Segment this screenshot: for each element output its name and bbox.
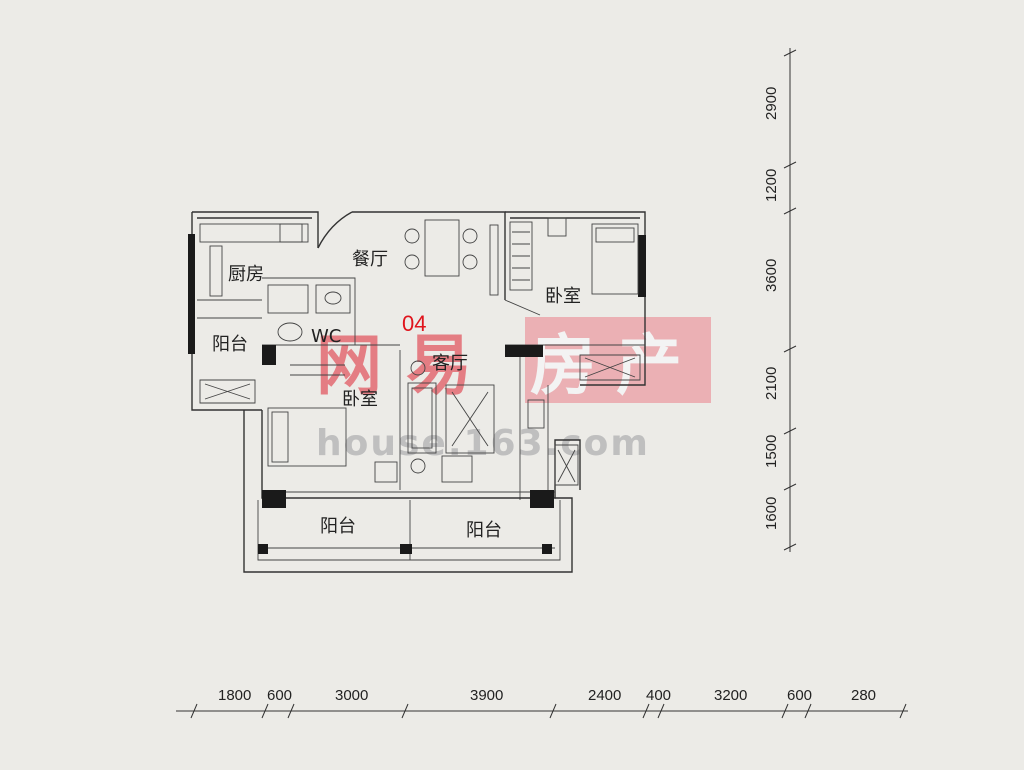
unit-label: 04 bbox=[402, 311, 426, 336]
v-dim-4: 2100 bbox=[763, 367, 780, 400]
room-label-bedroom-east: 卧室 bbox=[545, 286, 581, 307]
h-dim-9: 280 bbox=[851, 687, 876, 704]
watermark: 网 易 房 产 house.163.com bbox=[316, 317, 711, 464]
h-dim-8: 600 bbox=[787, 687, 812, 704]
watermark-char-3: 房 bbox=[530, 327, 596, 404]
h-dim-7: 3200 bbox=[714, 687, 747, 704]
v-dim-5: 1500 bbox=[763, 435, 780, 468]
v-dim-3: 3600 bbox=[763, 259, 780, 292]
h-dim-1: 1800 bbox=[218, 687, 251, 704]
watermark-url: house.163.com bbox=[316, 423, 650, 464]
room-label-dining: 餐厅 bbox=[352, 249, 388, 270]
h-dim-6: 400 bbox=[646, 687, 671, 704]
watermark-char-2: 易 bbox=[406, 327, 472, 404]
watermark-char-4: 产 bbox=[616, 327, 682, 404]
room-label-wc: WC bbox=[311, 326, 341, 347]
furniture bbox=[199, 217, 639, 483]
room-label-balcony-south-left: 阳台 bbox=[320, 516, 356, 537]
watermark-char-1: 网 bbox=[316, 327, 382, 404]
v-dim-6: 1600 bbox=[763, 497, 780, 530]
h-dim-4: 3900 bbox=[470, 687, 503, 704]
room-label-balcony-west: 阳台 bbox=[212, 334, 248, 355]
h-dim-3: 3000 bbox=[335, 687, 368, 704]
room-label-kitchen: 厨房 bbox=[228, 264, 264, 285]
horizontal-dimension-line: 1800 600 3000 3900 2400 400 3200 600 280 bbox=[176, 687, 908, 719]
h-dim-2: 600 bbox=[267, 687, 292, 704]
v-dim-2: 1200 bbox=[763, 169, 780, 202]
room-label-bedroom-west: 卧室 bbox=[342, 389, 378, 410]
columns bbox=[188, 234, 646, 554]
room-label-living: 客厅 bbox=[432, 353, 468, 374]
room-label-balcony-south-right: 阳台 bbox=[466, 520, 502, 541]
h-dim-5: 2400 bbox=[588, 687, 621, 704]
vertical-dimension-line: 2900 1200 3600 2100 1500 1600 bbox=[763, 48, 797, 552]
v-dim-1: 2900 bbox=[763, 87, 780, 120]
room-labels: 厨房 餐厅 卧室 WC 阳台 客厅 卧室 阳台 阳台 04 bbox=[212, 249, 581, 541]
